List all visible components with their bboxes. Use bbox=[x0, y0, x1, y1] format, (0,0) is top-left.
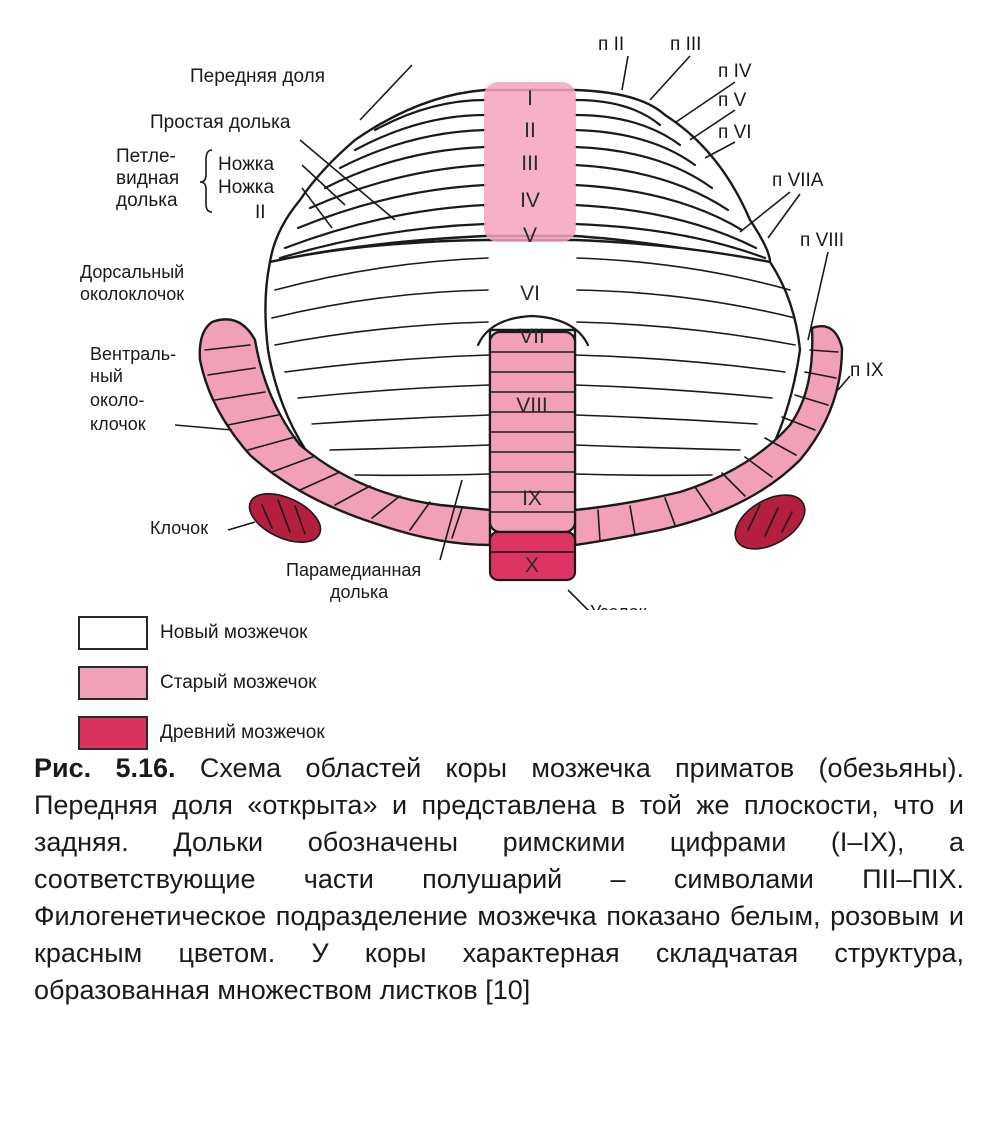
label-dorsal-paraflocculus-1: Дорсальный bbox=[80, 262, 184, 282]
leader-h9 bbox=[837, 375, 851, 391]
label-h5: п V bbox=[718, 90, 747, 111]
label-crus-a: Ножка bbox=[218, 154, 275, 175]
vermis-anterior bbox=[484, 82, 576, 242]
vermis-nodulus bbox=[488, 530, 577, 582]
legend-swatch-new bbox=[78, 616, 148, 650]
leader-h3 bbox=[649, 55, 691, 101]
left-labels: Передняя доля Простая долька Петле- видн… bbox=[80, 64, 463, 602]
legend-label-new: Новый мозжечок bbox=[160, 622, 308, 643]
lobule-iii: III bbox=[521, 152, 539, 175]
legend-item-old: Старый мозжечок bbox=[78, 662, 325, 704]
label-h9: п IX bbox=[850, 360, 884, 381]
lobule-vii: VII bbox=[519, 325, 545, 348]
lobule-i: I bbox=[527, 87, 533, 110]
label-anterior-lobe: Передняя доля bbox=[190, 66, 325, 87]
leader-crus-b bbox=[301, 187, 333, 229]
leader-nodulus bbox=[567, 589, 590, 610]
label-h3: п III bbox=[670, 34, 701, 55]
label-ansiform-1: Петле- bbox=[116, 146, 176, 167]
label-ventral-paraflocculus-2: ный bbox=[90, 366, 123, 386]
legend-swatch-ancient bbox=[78, 716, 148, 750]
leader-h7a-1 bbox=[739, 191, 791, 233]
leader-simple-lobule bbox=[299, 139, 396, 221]
label-paramedian-1: Парамедианная bbox=[286, 560, 421, 580]
lobule-ii: II bbox=[524, 119, 536, 142]
leader-paramedian bbox=[439, 479, 463, 561]
label-paramedian-2: долька bbox=[330, 582, 389, 602]
leader-flocculus bbox=[227, 521, 256, 531]
label-h7a: п VIIA bbox=[772, 170, 824, 191]
legend-item-ancient: Древний мозжечок bbox=[78, 712, 325, 754]
label-nodulus: Узелок bbox=[590, 602, 647, 610]
leader-ventral-paraflocculus bbox=[174, 424, 233, 431]
legend-label-ancient: Древний мозжечок bbox=[160, 722, 325, 743]
posterior-folia bbox=[271, 257, 796, 477]
legend-item-new: Новый мозжечок bbox=[78, 612, 325, 654]
vermis-lobule-labels: I II III IV V VI VII VIII IX X bbox=[516, 87, 548, 577]
label-h6: п VI bbox=[718, 122, 752, 143]
vermis-folia bbox=[489, 351, 576, 553]
leader-h8 bbox=[807, 251, 829, 341]
cerebellum-diagram: I II III IV V VI VII VIII IX X Передняя … bbox=[80, 34, 884, 610]
label-ansiform-2: видная bbox=[116, 168, 179, 189]
lobule-vi: VI bbox=[520, 282, 540, 305]
lobule-iv: IV bbox=[520, 189, 540, 212]
label-ventral-paraflocculus-4: клочок bbox=[90, 414, 146, 434]
anterior-folia bbox=[278, 98, 767, 260]
left-flocculus bbox=[248, 492, 322, 544]
lobule-ix: IX bbox=[522, 487, 542, 510]
legend-swatch-old bbox=[78, 666, 148, 700]
right-paraflocculus bbox=[573, 325, 844, 547]
leader-h7a-2 bbox=[767, 193, 801, 239]
paraflocculus-folia bbox=[204, 344, 839, 542]
label-ventral-paraflocculus-1: Вентраль- bbox=[90, 344, 176, 364]
lobule-x: X bbox=[525, 554, 539, 577]
lobule-viii: VIII bbox=[516, 394, 548, 417]
leader-h4 bbox=[675, 81, 736, 123]
label-crus-b: Ножка bbox=[218, 177, 275, 198]
leader-h6 bbox=[704, 141, 736, 159]
right-labels: п II п III п IV п V п VI п VIIA п VIII п… bbox=[567, 34, 884, 610]
label-ansiform-3: долька bbox=[116, 190, 178, 211]
leader-h5 bbox=[689, 109, 736, 141]
right-flocculus bbox=[734, 494, 806, 550]
leader-h2 bbox=[621, 55, 629, 91]
label-h4: п IV bbox=[718, 61, 752, 82]
leader-crus-a bbox=[301, 164, 346, 206]
vermis-vii-arch bbox=[476, 314, 590, 347]
label-simple-lobule: Простая долька bbox=[150, 112, 291, 133]
caption-text: Схема областей коры мозжечка приматов (о… bbox=[34, 753, 964, 1005]
label-dorsal-paraflocculus-2: околоклочок bbox=[80, 284, 184, 304]
lobule-v: V bbox=[523, 224, 537, 247]
label-crus-num: II bbox=[255, 202, 266, 223]
legend: Новый мозжечок Старый мозжечок Древний м… bbox=[78, 612, 325, 762]
caption-figure-number: Рис. 5.16. bbox=[34, 753, 176, 783]
label-ventral-paraflocculus-3: около- bbox=[90, 390, 144, 410]
leader-anterior-lobe bbox=[359, 64, 413, 121]
figure-caption: Рис. 5.16. Схема областей коры мозжечка … bbox=[34, 750, 964, 1009]
ansiform-brace bbox=[199, 149, 213, 213]
legend-label-old: Старый мозжечок bbox=[160, 672, 317, 693]
label-flocculus: Клочок bbox=[150, 518, 208, 538]
label-h2: п II bbox=[598, 34, 624, 55]
label-h8: п VIII bbox=[800, 230, 844, 251]
